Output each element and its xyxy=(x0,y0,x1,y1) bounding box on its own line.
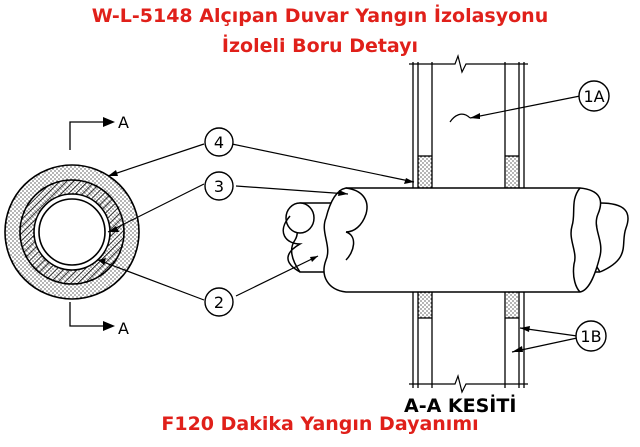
pipe-cross-section xyxy=(4,164,140,300)
callout-4-label: 4 xyxy=(214,133,224,152)
pipe-wall-inner xyxy=(38,198,106,266)
section-label: A-A KESİTİ xyxy=(404,395,517,417)
footer-caption: F120 Dakika Yangın Dayanımı xyxy=(161,413,479,435)
callout-1a-label: 1A xyxy=(583,87,604,106)
section-mark-top xyxy=(69,117,115,150)
callout-1b-label: 1B xyxy=(580,327,601,346)
callout-4: 4 xyxy=(204,127,234,157)
callout-1b: 1B xyxy=(575,320,607,352)
callout-3-label: 3 xyxy=(214,177,224,196)
wall-section xyxy=(409,53,528,394)
diagram-subtitle: İzoleli Boru Detayı xyxy=(221,35,419,57)
diagram-title: W-L-5148 Alçıpan Duvar Yangın İzolasyonu xyxy=(91,5,549,27)
section-letter-top: A xyxy=(118,113,129,132)
leader-arrowheads xyxy=(98,113,530,352)
section-mark-bottom xyxy=(69,302,115,331)
section-letter-bottom: A xyxy=(118,319,129,338)
callout-2-label: 2 xyxy=(214,293,224,312)
insulated-pipe-side-view xyxy=(282,187,629,293)
leader-lines xyxy=(97,95,581,353)
callout-1a: 1A xyxy=(578,80,610,112)
callout-3: 3 xyxy=(204,171,234,201)
callout-2: 2 xyxy=(204,287,234,317)
